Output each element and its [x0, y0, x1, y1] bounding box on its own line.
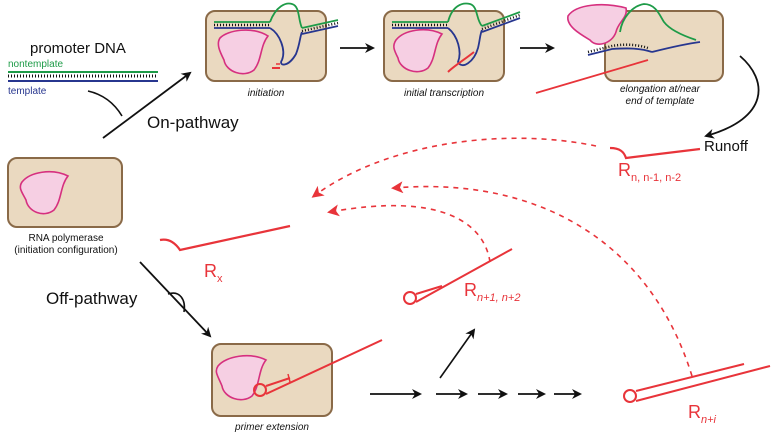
rna-polymerase-free: RNA polymerase (initiation configuration…	[7, 157, 123, 256]
elongation-polymerase	[567, 3, 628, 45]
promoter-dna: promoter DNA nontemplate template	[8, 40, 158, 97]
rni-main: R	[688, 402, 701, 422]
runoff-product-sub: n, n-1, n-2	[631, 172, 681, 184]
elongation-complex: elongation at/near end of template	[535, 3, 724, 107]
rna-polymerase-label-line1: RNA polymerase	[28, 233, 103, 244]
on-pathway-arrow	[102, 71, 192, 139]
rx-sub: x	[217, 273, 223, 285]
branch-arrow-up	[439, 328, 476, 379]
primer-rebinding-arrow	[327, 204, 491, 263]
off-pathway-join-curve	[167, 292, 186, 313]
runoff-arrow	[704, 55, 760, 139]
on-pathway-join-curve	[87, 90, 123, 117]
nontemplate-label: nontemplate	[8, 59, 63, 70]
promoter-dna-label: promoter DNA	[30, 40, 126, 57]
rn12-main: R	[464, 280, 477, 300]
elongation-caption-line1: elongation at/near	[620, 84, 701, 95]
initial-transcription-polymerase	[393, 28, 444, 73]
elongation-rna	[535, 59, 649, 94]
rna-polymerase-label-line2: (initiation configuration)	[14, 245, 117, 256]
elongation-caption-line2: end of template	[626, 96, 695, 107]
rx-label: Rx	[204, 261, 223, 285]
rn12-sub: n+1, n+2	[477, 292, 520, 304]
runoff-product-label: Rn, n-1, n-2	[618, 160, 681, 184]
rn12-label: Rn+1, n+2	[464, 280, 520, 304]
runoff-product-main: R	[618, 160, 631, 180]
off-pathway-label: Off-pathway	[46, 289, 138, 308]
initial-transcription-rna	[447, 51, 475, 73]
initiation-polymerase	[217, 29, 270, 75]
template-label: template	[8, 86, 47, 97]
initiation-caption: initiation	[248, 88, 285, 99]
primer-hairpin-loop	[253, 383, 267, 397]
primer-extension-caption: primer extension	[234, 422, 309, 433]
initiation-bubble-template	[269, 27, 303, 66]
rni-label: Rn+i	[688, 402, 717, 426]
initial-transcription-caption: initial transcription	[404, 88, 484, 99]
primer-extension-complex: primer extension	[211, 339, 383, 433]
rx-rna	[159, 224, 291, 252]
on-pathway-label: On-pathway	[147, 113, 239, 132]
hairpin-product-long: Rn+i	[623, 363, 771, 426]
initiation-bubble-nontemplate	[269, 2, 303, 29]
initiation-complex: initiation	[205, 2, 339, 99]
runoff-rna	[609, 146, 701, 160]
hairpin-product-short: Rn+1, n+2	[403, 248, 520, 305]
rx-main: R	[204, 261, 217, 281]
runoff-label: Runoff	[704, 138, 749, 155]
rni-sub: n+i	[701, 414, 717, 426]
off-pathway-arrow	[139, 261, 212, 338]
initial-transcription-complex: initial transcription	[383, 2, 521, 99]
free-polymerase	[19, 170, 70, 215]
primer-extended-strand	[265, 339, 383, 395]
extended-rebinding-arrow	[391, 181, 693, 377]
